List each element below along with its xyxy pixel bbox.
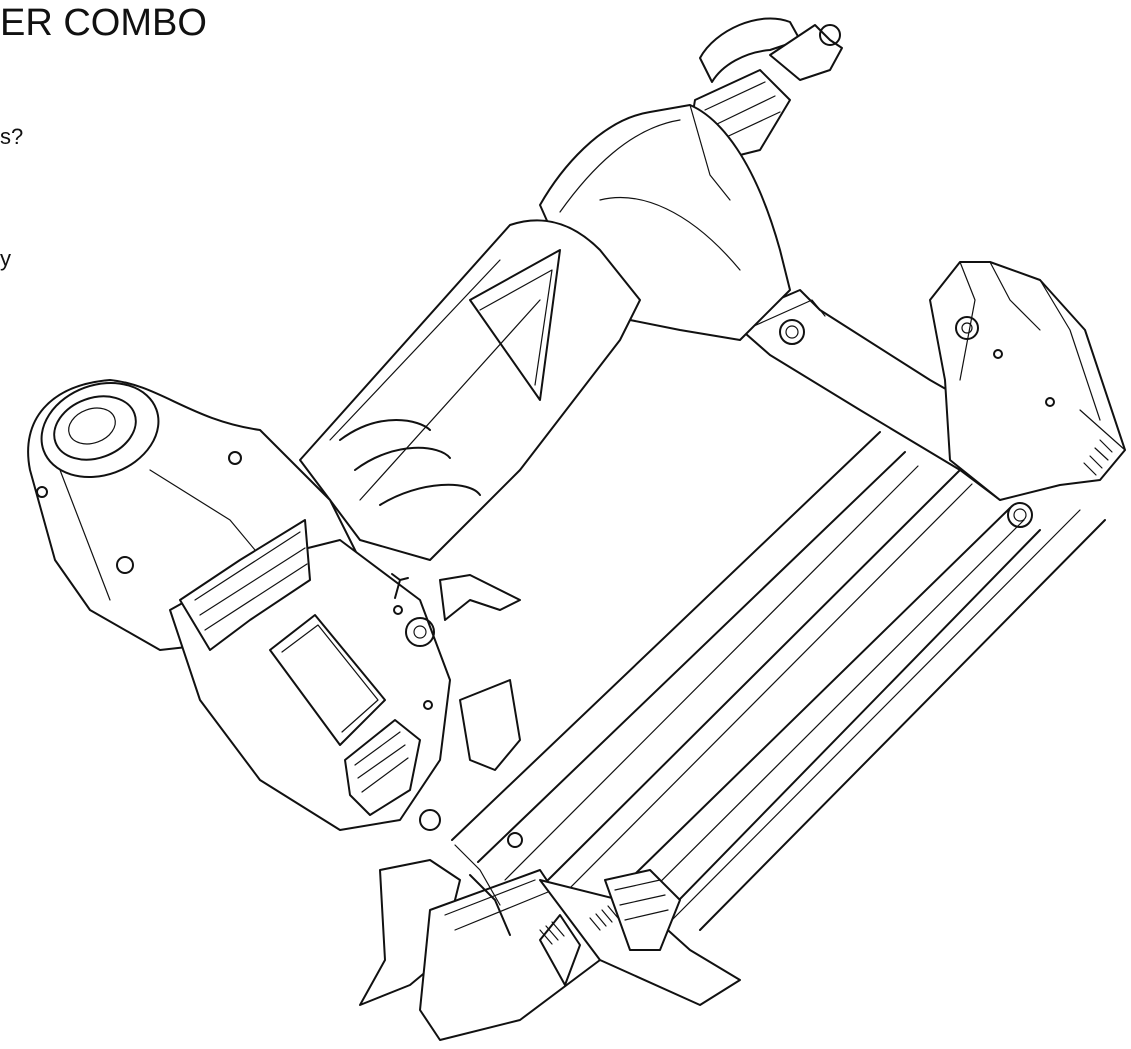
page-title: ER COMBO: [0, 2, 207, 44]
nose-foot: [359, 809, 741, 1041]
text-fragment-letter: y: [0, 246, 11, 271]
text-fragment-question: s?: [0, 124, 24, 149]
end-cap-housing: [929, 261, 1126, 528]
magazine-rails: [451, 431, 1106, 941]
lower-body: [169, 519, 451, 831]
handle-grip: [299, 219, 641, 561]
trigger: [391, 573, 521, 771]
